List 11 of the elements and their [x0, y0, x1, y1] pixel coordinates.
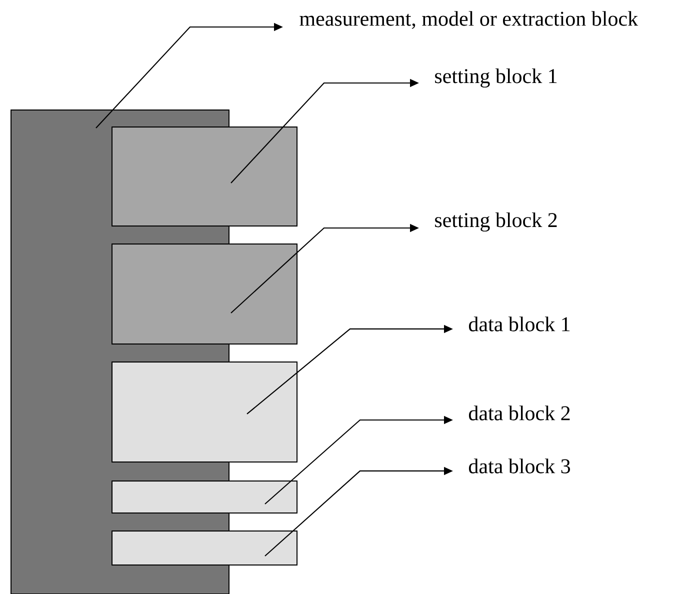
block-label: setting block 1: [435, 68, 557, 88]
inner-block: [112, 362, 298, 462]
block-label: data block 3: [468, 458, 570, 474]
block-label: setting block 2: [435, 212, 557, 232]
inner-block: [112, 244, 298, 344]
block-label: data block 2: [468, 406, 570, 420]
block-label: measurement, model or extraction block: [300, 11, 638, 29]
block-label: data block 1: [468, 316, 570, 332]
inner-block: [112, 126, 298, 226]
inner-block: [112, 530, 298, 566]
inner-block: [112, 480, 298, 514]
